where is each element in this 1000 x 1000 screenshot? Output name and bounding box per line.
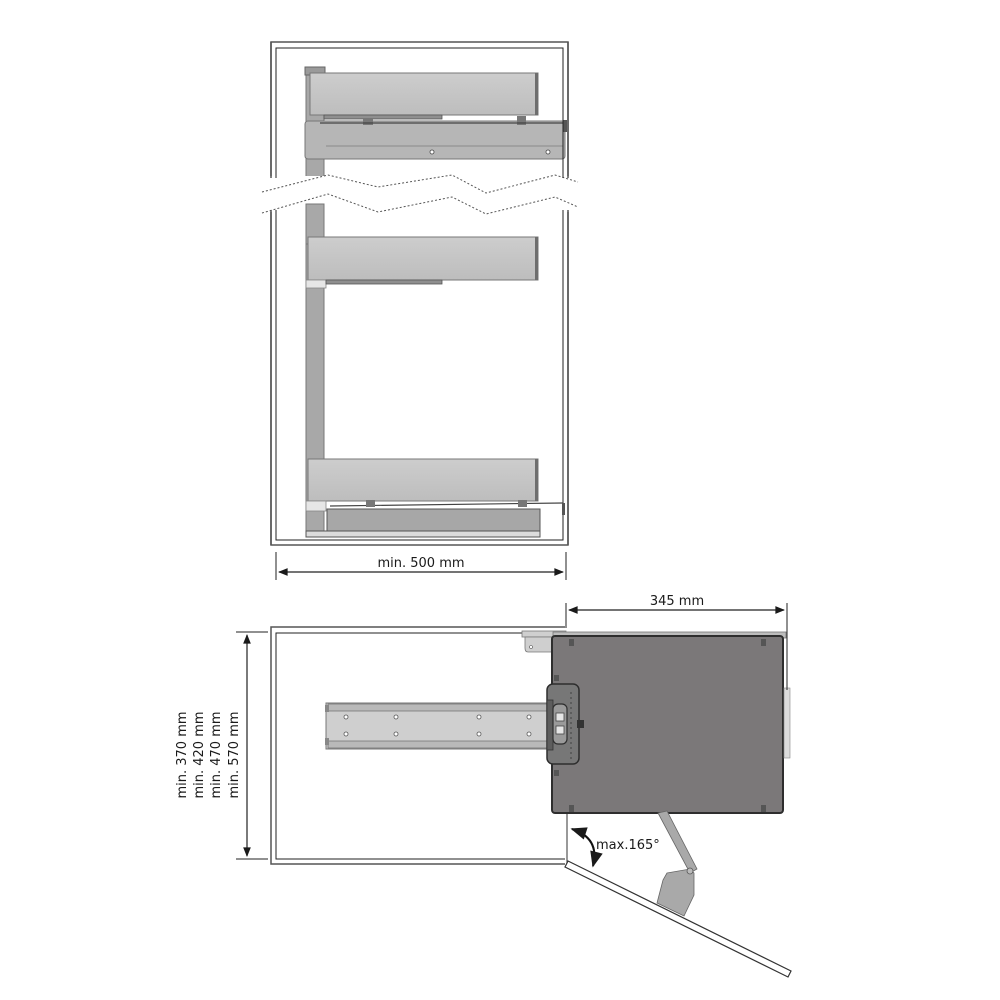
locking-handle — [546, 683, 584, 765]
depth-option-570: min. 570 mm — [227, 711, 242, 798]
top-view: 345 mm min. 370 mm min. 420 mm min. 470 … — [175, 594, 792, 978]
base-tray — [305, 500, 565, 538]
cabinet-top-outline — [270, 626, 565, 865]
door-angle: max.165° — [570, 827, 660, 868]
depth-option-470: min. 470 mm — [209, 711, 224, 798]
basket-panel — [551, 635, 791, 814]
width-label: min. 500 mm — [377, 556, 464, 571]
width-dimension: min. 500 mm — [275, 552, 567, 580]
depth-option-420: min. 420 mm — [192, 711, 207, 798]
depth-dimension: 345 mm — [565, 594, 788, 690]
cabinet-door — [564, 860, 792, 978]
slide-rail — [325, 702, 553, 750]
upper-tray — [304, 116, 567, 160]
shelf-top — [309, 72, 539, 120]
angle-label: max.165° — [596, 838, 660, 853]
shelf-middle — [305, 236, 539, 289]
depth-option-370: min. 370 mm — [175, 711, 190, 798]
break-lines — [261, 42, 579, 545]
depth-label: 345 mm — [650, 594, 704, 609]
door-arm — [656, 810, 698, 917]
cabinet-depth-dimension: min. 370 mm min. 420 mm min. 470 mm min.… — [175, 631, 268, 860]
front-view: min. 500 mm — [261, 41, 579, 580]
shelf-bottom — [305, 458, 539, 512]
